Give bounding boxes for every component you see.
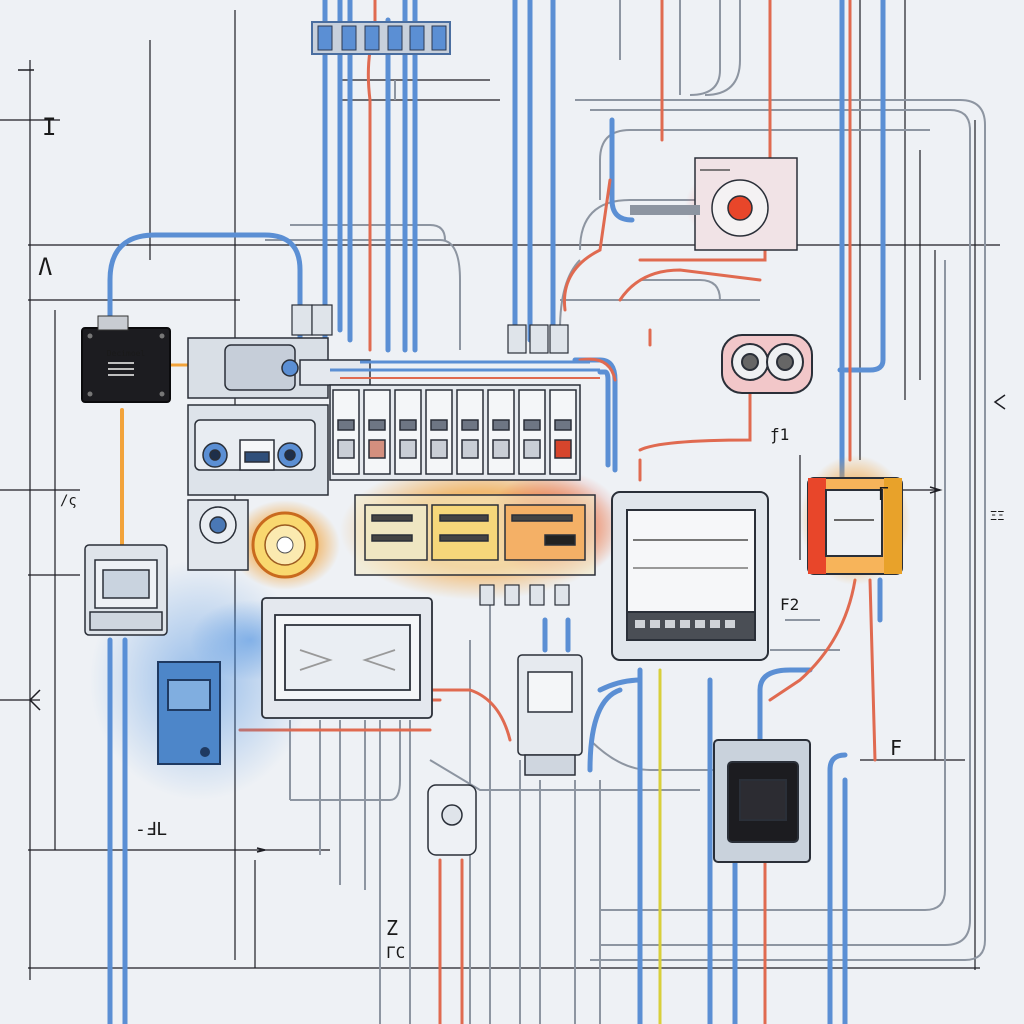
annotation-10: F bbox=[890, 736, 902, 760]
heated-relay-right bbox=[807, 477, 903, 575]
annotation-2: Ʌ bbox=[38, 253, 52, 281]
annotation-1: I bbox=[42, 113, 56, 141]
breaker bbox=[487, 389, 515, 475]
contactor-center bbox=[517, 654, 583, 776]
breaker bbox=[363, 389, 391, 475]
dark-meter-bottom-right bbox=[713, 739, 811, 863]
power-meter-box bbox=[611, 491, 769, 661]
display-housing bbox=[261, 597, 433, 719]
grey-wiring bbox=[265, 0, 986, 1024]
round-gauge-top-right bbox=[630, 157, 798, 251]
main-panel-block bbox=[187, 337, 371, 571]
annotation-11: ΞΞ bbox=[990, 509, 1004, 523]
breaker bbox=[549, 389, 577, 475]
module-row bbox=[354, 494, 596, 576]
annotation-8: ΓC bbox=[386, 943, 405, 962]
breaker bbox=[518, 389, 546, 475]
terminal-strip-top bbox=[311, 21, 451, 55]
twin-relay bbox=[721, 334, 813, 394]
annotation-6: -ℲL bbox=[135, 819, 167, 840]
arrow-marks bbox=[18, 69, 1006, 853]
small-connectors bbox=[291, 304, 570, 606]
breaker bbox=[456, 389, 484, 475]
transformer-left bbox=[84, 544, 168, 636]
annotation-7: Z bbox=[386, 916, 398, 940]
annotation-4: ƒ1 bbox=[770, 425, 789, 444]
breaker-row bbox=[329, 384, 581, 481]
annotation-3: /ς bbox=[60, 493, 77, 509]
breaker bbox=[394, 389, 422, 475]
breaker bbox=[425, 389, 453, 475]
breaker bbox=[332, 389, 360, 475]
grey-connector-bottom bbox=[427, 784, 477, 856]
black-junction-box: Decimoel bbox=[81, 315, 171, 403]
annotations: I Ʌ /ς ƒ1 F2 -ℲL Z ΓC Γ F ΞΞ bbox=[38, 113, 1004, 962]
bus-wires bbox=[330, 360, 600, 372]
junction-box-label: Decimoel bbox=[107, 349, 146, 358]
annotation-5: F2 bbox=[780, 595, 799, 614]
annotation-9: Γ bbox=[878, 484, 889, 505]
blue-control-box bbox=[157, 661, 221, 765]
glowing-round-fixture bbox=[251, 511, 319, 579]
